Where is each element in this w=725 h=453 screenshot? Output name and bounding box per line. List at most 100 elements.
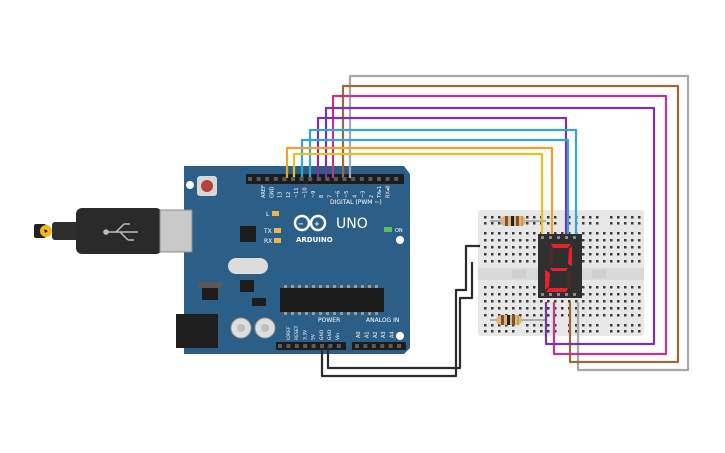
header-pin[interactable] (256, 177, 261, 181)
segment-g (550, 268, 568, 271)
header-pin[interactable] (311, 344, 316, 348)
header-pin[interactable] (299, 177, 304, 181)
header-pin[interactable] (355, 344, 359, 348)
header-pin[interactable] (334, 177, 338, 181)
wire-black-2[interactable] (320, 244, 480, 378)
breadboard-hole (505, 324, 508, 327)
breadboard-hole (554, 216, 557, 219)
display-pin[interactable] (541, 293, 544, 296)
breadboard-hole (540, 324, 543, 327)
header-pin[interactable] (282, 177, 287, 181)
chip-pin (312, 312, 315, 315)
seven-segment-display[interactable]: 2 (0, 0, 582, 298)
header-pin[interactable] (278, 344, 282, 348)
wire-brown[interactable] (341, 84, 680, 364)
chip-pin (368, 285, 371, 288)
display-pin[interactable] (573, 293, 576, 296)
header-pin[interactable] (328, 344, 333, 348)
header-pin[interactable] (286, 344, 291, 348)
header-pin[interactable] (397, 344, 401, 348)
header-pin[interactable] (325, 177, 330, 181)
breadboard-hole (589, 314, 592, 317)
breadboard-hole (526, 216, 529, 219)
breadboard-hole (491, 307, 494, 310)
display-pin[interactable] (565, 236, 568, 239)
wire-orange[interactable] (285, 146, 554, 236)
breadboard-hole (638, 307, 641, 310)
display-pin[interactable] (573, 236, 576, 239)
breadboard-hole (519, 232, 522, 235)
breadboard-hole (498, 330, 501, 333)
display-pin[interactable] (549, 236, 552, 239)
header-pin[interactable] (394, 177, 399, 181)
display-pin[interactable] (557, 293, 560, 296)
breadboard-hole (491, 246, 494, 249)
header-pin[interactable] (388, 344, 393, 348)
breadboard-hole (624, 330, 627, 333)
breadboard-hole (589, 286, 592, 289)
breadboard-hole (554, 324, 557, 327)
breadboard-hole (596, 324, 599, 327)
breadboard-hole (624, 286, 627, 289)
breadboard-hole (589, 293, 592, 296)
chip-pin (361, 312, 364, 315)
breadboard-hole (505, 307, 508, 310)
led-tx-indicator (274, 228, 281, 233)
header-pin[interactable] (273, 177, 278, 181)
header-pin[interactable] (320, 344, 324, 348)
breadboard-hole (519, 307, 522, 310)
breadboard-hole (533, 293, 536, 296)
breadboard-hole (568, 300, 571, 303)
wire-yellow[interactable] (292, 152, 544, 236)
power-header[interactable] (276, 342, 346, 350)
display-pin[interactable] (549, 293, 552, 296)
header-pin[interactable] (294, 344, 299, 348)
breadboard-hole (582, 232, 585, 235)
header-pin[interactable] (351, 177, 356, 181)
display-pin[interactable] (565, 293, 568, 296)
wire-cyan-2[interactable] (300, 138, 570, 236)
dc-power-jack[interactable] (176, 314, 218, 348)
header-pin[interactable] (303, 344, 308, 348)
header-pin[interactable] (359, 177, 364, 181)
display-pin[interactable] (557, 236, 560, 239)
chip-pin (298, 312, 301, 315)
header-pin[interactable] (368, 177, 373, 181)
digital-header[interactable] (246, 174, 404, 184)
wire-purple[interactable] (324, 106, 656, 346)
breadboard-hole (624, 253, 627, 256)
power-header-label: POWER (318, 317, 340, 324)
breadboard-hole (484, 286, 487, 289)
arduino-logo-icon (293, 214, 327, 232)
wire-gray[interactable] (348, 74, 690, 372)
resistor-bottom[interactable] (490, 315, 546, 325)
breadboard-hole (631, 324, 634, 327)
pin-label: ~6 (336, 191, 342, 198)
wire-black-1[interactable] (326, 262, 474, 370)
header-pin[interactable] (308, 177, 313, 181)
header-pin[interactable] (377, 177, 381, 181)
wire-magenta[interactable] (331, 94, 668, 356)
breadboard-hole (582, 307, 585, 310)
header-pin[interactable] (316, 177, 321, 181)
breadboard-hole (631, 253, 634, 256)
breadboard-hole (638, 324, 641, 327)
segment-c (567, 270, 571, 290)
header-pin[interactable] (380, 344, 385, 348)
header-pin[interactable] (385, 177, 390, 181)
pin-label: ~3 (361, 191, 367, 198)
header-pin[interactable] (265, 177, 270, 181)
resistor-top[interactable] (490, 216, 546, 226)
breadboard-hole (491, 222, 494, 225)
reset-button[interactable] (197, 176, 217, 196)
header-pin[interactable] (363, 344, 368, 348)
header-pin[interactable] (336, 344, 341, 348)
header-pin[interactable] (291, 177, 295, 181)
header-pin[interactable] (342, 177, 347, 181)
header-pin[interactable] (371, 344, 376, 348)
display-pin[interactable] (541, 236, 544, 239)
chip-pin (305, 285, 308, 288)
header-pin[interactable] (248, 177, 252, 181)
analog-header[interactable] (352, 342, 406, 350)
